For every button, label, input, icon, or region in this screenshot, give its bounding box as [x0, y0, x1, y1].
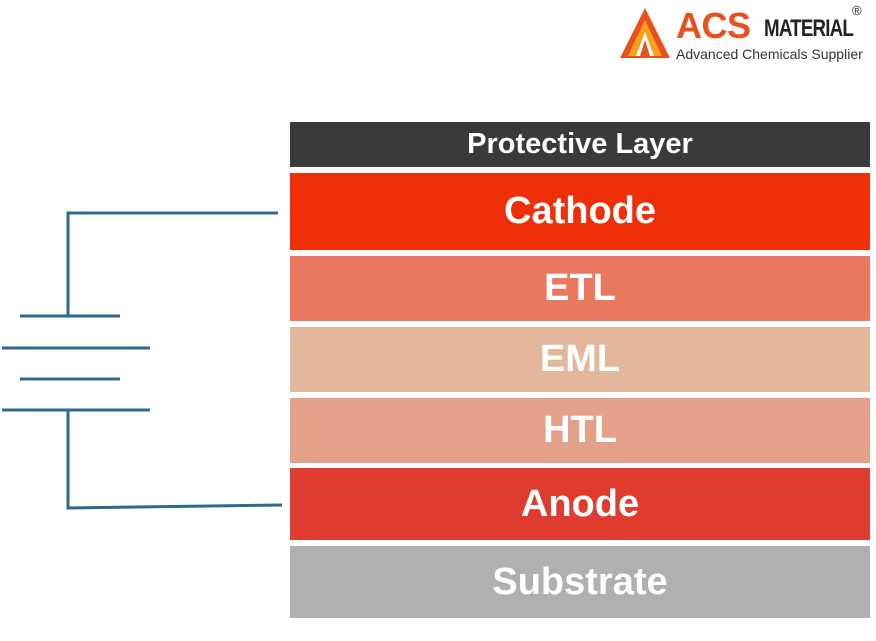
layer-label: Cathode [504, 190, 656, 232]
layer-label: Anode [520, 482, 640, 525]
battery-symbol-icon [2, 211, 283, 510]
logo-tagline: Advanced Chemicals Supplier [676, 46, 863, 62]
layer-substrate: Substrate [290, 546, 870, 618]
layer-label: EML [539, 338, 621, 380]
layer-etl: ETL [290, 256, 870, 321]
layer-label: HTL [543, 409, 617, 451]
flame-triangle-icon [620, 8, 670, 58]
layer-label: ETL [544, 267, 616, 309]
layer-cathode: Cathode [290, 173, 870, 250]
acs-material-logo: ACS MATERIAL ® Advanced Chemicals Suppli… [616, 4, 866, 66]
bottom-wire [66, 410, 283, 510]
top-wire [66, 211, 278, 316]
logo-registered-mark: ® [852, 3, 862, 18]
layer-protective: Protective Layer [290, 122, 870, 167]
layer-label: Substrate [492, 560, 668, 603]
logo-brand: ACS [676, 5, 751, 46]
layer-eml: EML [290, 327, 870, 392]
logo-name: MATERIAL [764, 15, 854, 42]
layer-label: Protective Layer [467, 128, 693, 160]
layer-anode: Anode [290, 468, 870, 540]
layer-htl: HTL [290, 398, 870, 463]
